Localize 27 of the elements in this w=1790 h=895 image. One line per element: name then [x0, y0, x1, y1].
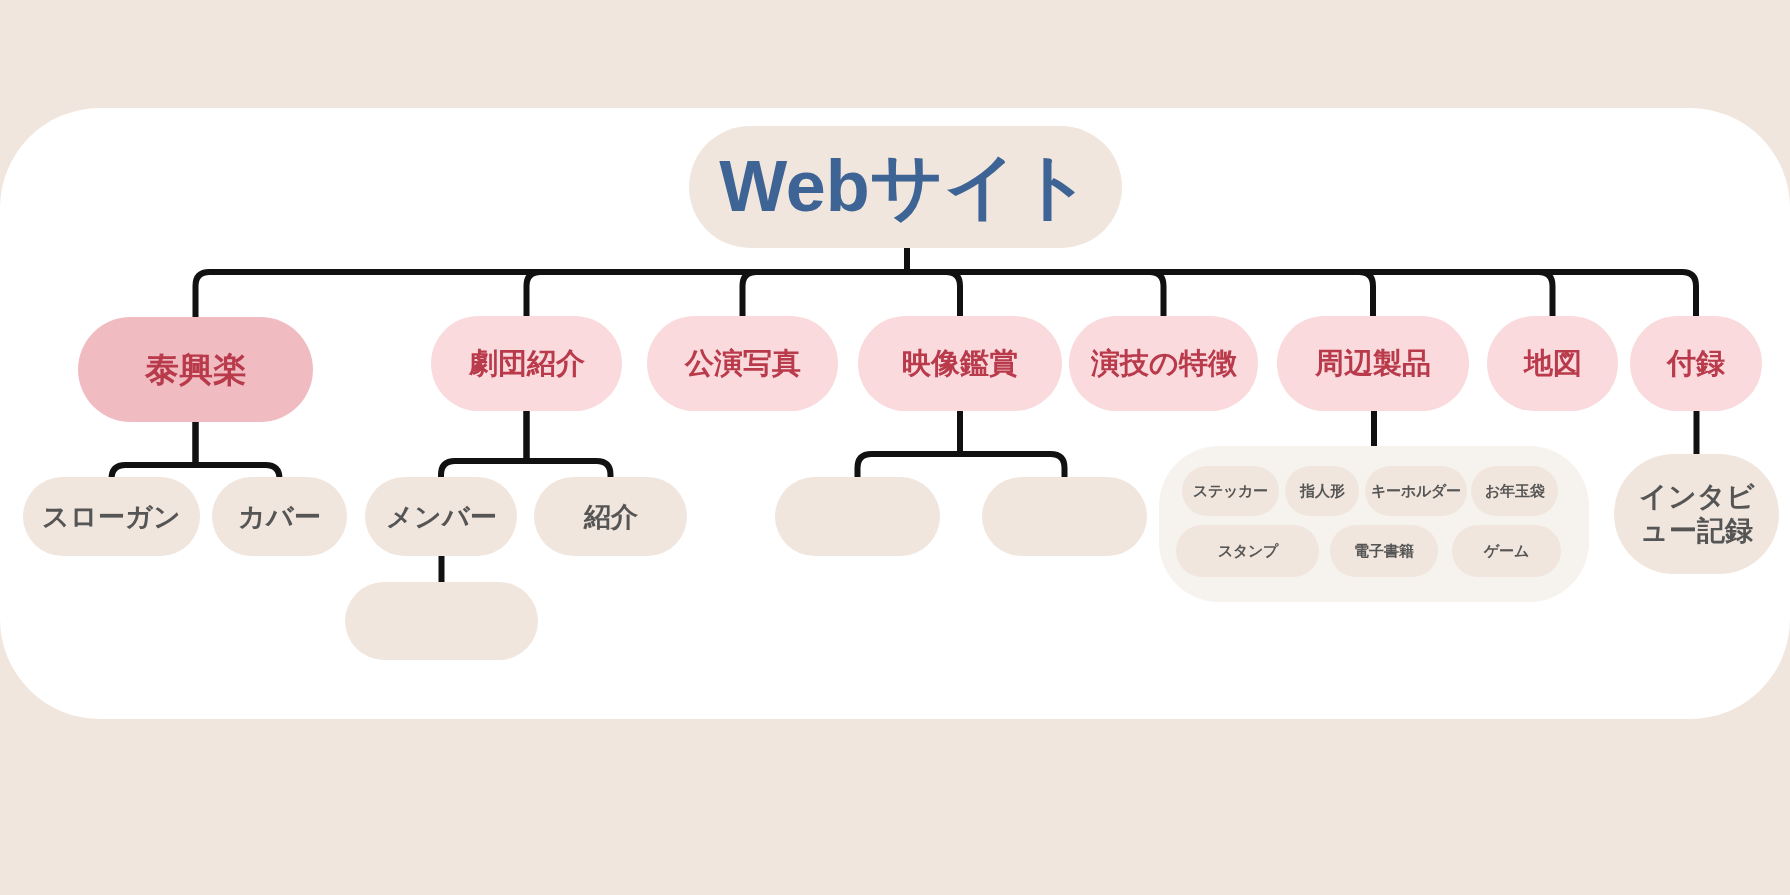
node-label: カバー	[238, 499, 321, 534]
connector-line	[438, 556, 445, 582]
node-label: 地図	[1523, 344, 1582, 382]
connector-line	[523, 411, 614, 478]
connector-line	[957, 411, 1068, 477]
node-label: 電子書籍	[1354, 541, 1414, 561]
node-label: 指人形	[1299, 481, 1345, 501]
node-label: 演技の特徴	[1090, 344, 1237, 382]
node-label: スタンプ	[1217, 541, 1278, 561]
node-label: 劇団紹介	[468, 344, 585, 382]
node-label: 周辺製品	[1315, 344, 1431, 382]
node-label: 紹介	[583, 499, 638, 534]
node-label: 泰興楽	[144, 347, 247, 391]
node-label: キーホルダー	[1371, 481, 1461, 501]
node-label: ゲーム	[1484, 541, 1529, 561]
node-label: 映像鑑賞	[902, 344, 1018, 382]
node-label: Webサイト	[719, 145, 1092, 228]
node-label: 公演写真	[684, 344, 801, 382]
node-label: インタビュー記録	[1637, 480, 1756, 548]
node-label: スローガン	[42, 499, 181, 534]
node-label: ステッカー	[1193, 481, 1268, 501]
node-label: メンバー	[385, 499, 497, 534]
group-panel	[1159, 446, 1589, 602]
node-label: 付録	[1667, 344, 1725, 382]
node-label: お年玉袋	[1484, 481, 1545, 501]
connector-line	[1693, 411, 1700, 454]
connector-line	[1371, 411, 1377, 446]
